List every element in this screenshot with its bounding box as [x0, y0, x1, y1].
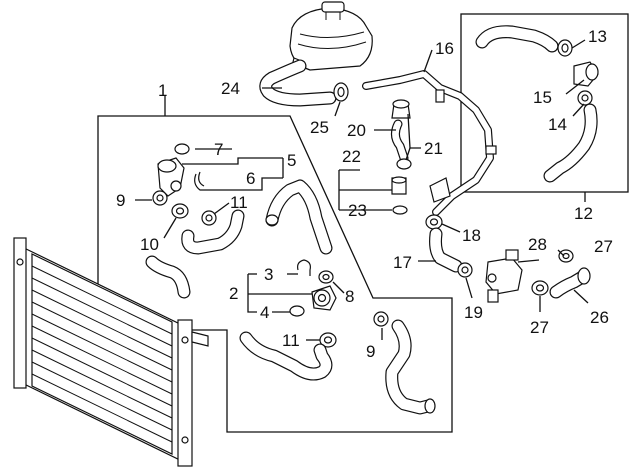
callout-9-upper: 9: [116, 191, 125, 210]
hose-small-left: [145, 255, 191, 299]
callout-18: 18: [462, 226, 481, 245]
callout-24: 24: [221, 79, 240, 98]
hose-24: [259, 59, 337, 107]
radiator: [13, 237, 209, 467]
clamp-27-bottom: [531, 280, 549, 296]
hose-21: [390, 119, 412, 170]
clamp-13: [557, 39, 573, 57]
callout-11-lower: 11: [282, 331, 300, 350]
pipe-16: [362, 70, 497, 216]
clamp-10: [171, 203, 189, 219]
callout-27-lower: 27: [530, 318, 549, 337]
clamp-9: [152, 190, 168, 206]
clamp-11-upper: [201, 210, 217, 226]
callout-12: 12: [574, 204, 593, 223]
callout-7: 7: [214, 140, 223, 159]
hose-17: [429, 227, 463, 273]
callout-8: 8: [345, 287, 354, 306]
callout-6: 6: [246, 169, 255, 188]
callout-4: 4: [260, 303, 269, 322]
callout-1: 1: [158, 81, 167, 100]
callout-16: 16: [435, 39, 454, 58]
clamp-18: [425, 214, 443, 230]
group-12-outline: [460, 13, 629, 193]
oring-4: [289, 305, 305, 317]
callout-9-lower: 9: [366, 342, 375, 361]
fitting-22: [391, 176, 407, 195]
callout-25: 25: [310, 118, 329, 137]
callout-14: 14: [548, 115, 567, 134]
hose-13: [475, 25, 559, 53]
callout-15: 15: [533, 88, 552, 107]
callout-11-upper: 11: [230, 193, 248, 212]
callout-labels: 1 2 3 4 5 6 7 8 9 9 10 11 11 12 13 14 15…: [116, 27, 613, 361]
callout-20: 20: [347, 121, 366, 140]
callout-17: 17: [393, 253, 412, 272]
hose-lower-right: [385, 319, 436, 415]
clip-3: [297, 259, 311, 276]
callout-2: 2: [229, 284, 238, 303]
callout-27-upper: 27: [594, 237, 613, 256]
clamp-27-top: [558, 249, 574, 263]
clip-6: [194, 171, 214, 191]
callout-21: 21: [424, 139, 443, 158]
callout-19: 19: [464, 303, 483, 322]
connector-15: [573, 61, 599, 87]
callout-10: 10: [140, 235, 159, 254]
clamp-9-lower: [373, 311, 389, 327]
callout-3: 3: [264, 265, 273, 284]
hose-12: [543, 103, 598, 183]
expansion-tank: [289, 1, 373, 71]
callout-5: 5: [287, 151, 296, 170]
hose-lower-middle: [239, 331, 333, 381]
callout-13: 13: [588, 27, 607, 46]
oring-23: [392, 205, 408, 215]
callout-28: 28: [528, 235, 547, 254]
clamp-8: [318, 270, 334, 284]
hose-26: [549, 267, 591, 299]
hose-upper-long: [265, 179, 333, 255]
connector-5: [157, 157, 185, 197]
connector-2: [311, 285, 337, 311]
clamp-14: [577, 90, 593, 106]
clamp-19: [457, 262, 473, 278]
fitting-20: [391, 99, 411, 119]
hose-lower-left: [181, 209, 245, 255]
leader-lines: [135, 39, 589, 341]
callout-23: 23: [348, 201, 367, 220]
callout-22: 22: [342, 147, 361, 166]
oring-7: [174, 143, 190, 155]
thermostat-housing-28: [485, 249, 523, 303]
callout-26: 26: [590, 308, 609, 327]
clamp-25: [333, 82, 349, 102]
